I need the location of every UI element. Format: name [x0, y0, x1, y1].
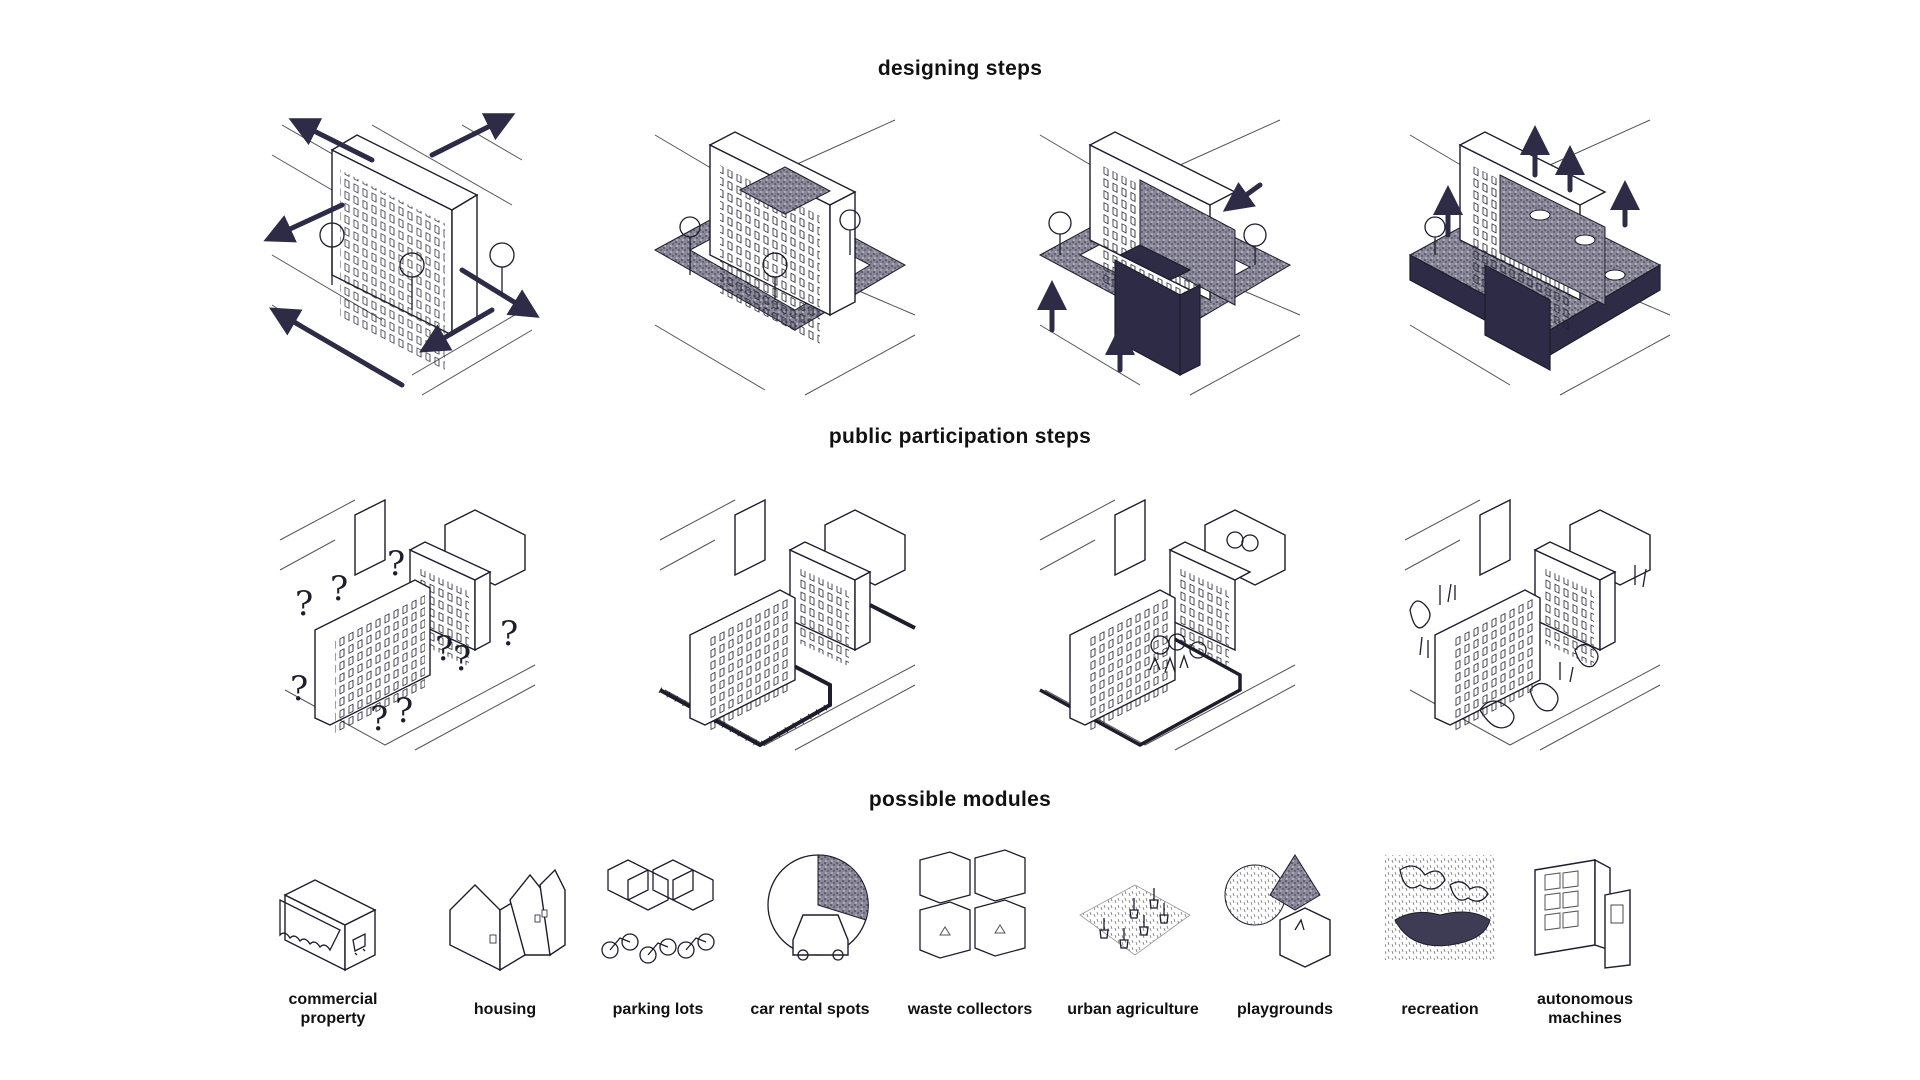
svg-text:?: ? — [500, 614, 518, 654]
houses-icon — [445, 860, 566, 980]
svg-text:?: ? — [370, 699, 388, 739]
svg-text:?: ? — [435, 629, 453, 669]
svg-text:?: ? — [295, 584, 313, 624]
plant-pots-icon — [1075, 855, 1195, 975]
geometric-shapes-icon — [1224, 850, 1345, 970]
module-label-commercial-property: commercial property — [288, 991, 378, 1027]
car-rental-icon — [758, 850, 878, 970]
svg-text:?: ? — [330, 569, 348, 609]
design-step-2-illustration — [645, 115, 916, 396]
module-label-recreation: recreation — [1401, 1001, 1479, 1018]
module-label-autonomous-machines: autonomous machines — [1537, 991, 1633, 1027]
pond-icon — [1380, 850, 1500, 970]
svg-text:?: ? — [453, 639, 471, 679]
section-title-participation: public participation steps — [828, 425, 1092, 448]
vending-machines-icon — [1525, 850, 1645, 970]
recycling-bins-icon — [915, 849, 1035, 970]
module-label-parking-lots: parking lots — [612, 1001, 704, 1018]
svg-text:?: ? — [290, 669, 308, 709]
module-label-urban-agriculture: urban agriculture — [1067, 1001, 1199, 1018]
section-title-designing: designing steps — [877, 57, 1043, 80]
design-step-4-illustration — [1400, 115, 1671, 396]
module-label-car-rental-spots: car rental spots — [750, 1001, 870, 1018]
module-label-playgrounds: playgrounds — [1236, 1001, 1333, 1018]
participation-step-4-illustration — [1400, 490, 1670, 770]
participation-step-2-illustration — [655, 490, 925, 770]
shop-icon — [275, 855, 395, 975]
module-label-waste-collectors: waste collectors — [907, 1001, 1033, 1018]
module-label-housing: housing — [473, 1001, 537, 1018]
design-step-3-illustration — [1030, 115, 1301, 396]
svg-text:?: ? — [395, 691, 413, 731]
section-title-modules: possible modules — [868, 788, 1052, 811]
cars-bikes-icon — [598, 850, 718, 970]
design-step-1-illustration — [262, 113, 540, 396]
participation-step-3-illustration — [1035, 490, 1305, 770]
participation-step-1-illustration: ? ? ? ? ? ? ? ? ? — [275, 490, 545, 770]
svg-text:?: ? — [387, 544, 405, 584]
